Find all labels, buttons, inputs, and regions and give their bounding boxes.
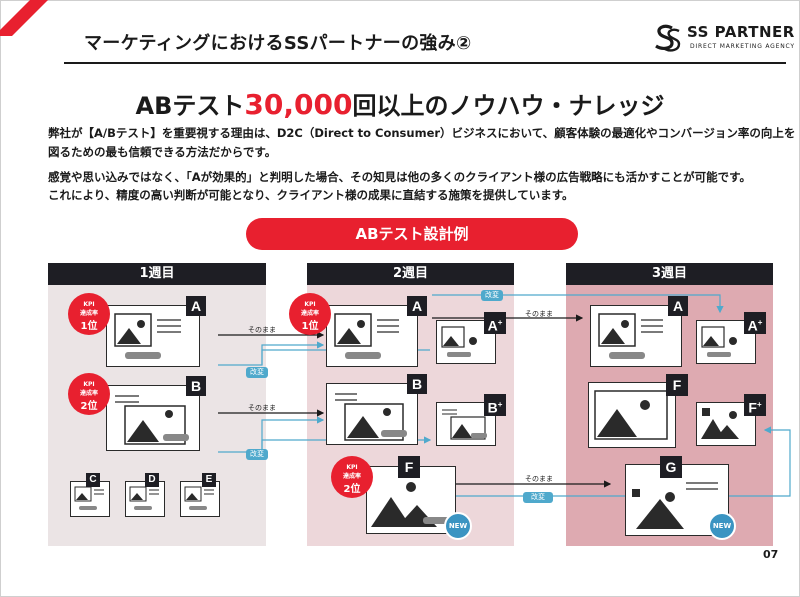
ad-mockup-icon xyxy=(115,395,189,445)
keep-label-4: そのまま xyxy=(525,475,553,483)
ad-mockup-icon xyxy=(129,486,159,510)
week-1-header: 1週目 xyxy=(48,263,266,285)
plus-mark: + xyxy=(756,400,762,409)
kpi-rate-label: 達成率 xyxy=(79,390,98,397)
new-badge-week2: NEW xyxy=(444,512,472,540)
kpi-label: KPI xyxy=(83,381,95,388)
paragraph-2-line-1: 感覚や思い込みではなく、「Aが効果的」と判明した場合、その知見は他の多くのクライ… xyxy=(48,170,752,184)
ad-mockup-icon xyxy=(701,326,737,357)
kpi-label: KPI xyxy=(304,301,316,308)
ad-card-c-week1 xyxy=(70,481,110,517)
ad-mockup-icon xyxy=(701,408,739,439)
ad-card-d-week1 xyxy=(125,481,165,517)
ad-mockup-icon xyxy=(441,326,477,357)
variant-b-plus-label: B+ xyxy=(484,394,506,416)
variant-letter: B xyxy=(487,399,498,416)
variant-a-label-week2: A xyxy=(407,296,427,316)
variant-letter: A xyxy=(747,317,758,334)
keep-label-1: そのまま xyxy=(248,326,276,334)
ad-card-f-week3 xyxy=(588,382,676,448)
kpi-label: KPI xyxy=(346,464,358,471)
ad-card-b-week1 xyxy=(106,385,200,451)
ad-mockup-icon xyxy=(371,482,449,527)
improve-tag-4: 改変 xyxy=(523,492,553,503)
kpi-rate-label: 達成率 xyxy=(79,310,98,317)
ad-mockup-icon xyxy=(594,390,668,440)
ad-mockup-icon xyxy=(74,486,104,510)
ss-logo-icon xyxy=(655,24,681,52)
kpi-label: KPI xyxy=(83,301,95,308)
diagram-title-pill: ABテスト設計例 xyxy=(246,218,578,250)
title-divider xyxy=(64,62,786,64)
kpi-rank-2-badge: KPI 達成率 2位 xyxy=(68,373,110,415)
ad-mockup-icon xyxy=(598,313,663,359)
variant-a-label-week3: A xyxy=(668,296,688,316)
slide-title: マーケティングにおけるSSパートナーの強み② xyxy=(84,33,472,54)
logo-tagline: DIRECT MARKETING AGENCY xyxy=(690,43,795,50)
new-badge-week3: NEW xyxy=(708,512,736,540)
headline-prefix: ABテスト xyxy=(135,92,245,120)
improve-tag-1: 改変 xyxy=(246,367,268,378)
ad-mockup-icon xyxy=(335,393,407,441)
page-number: 07 xyxy=(763,548,779,561)
variant-c-label: C xyxy=(86,473,100,487)
ad-mockup-icon xyxy=(334,313,399,359)
improve-tag-3: 改変 xyxy=(481,290,503,301)
headline: ABテスト30,000回以上のノウハウ・ナレッジ xyxy=(0,86,800,121)
kpi-rank: 2位 xyxy=(80,401,98,412)
headline-number: 30,000 xyxy=(244,88,353,121)
ad-card-f-week2 xyxy=(366,466,456,534)
logo-wordmark: SS PARTNER xyxy=(687,23,795,41)
variant-e-label: E xyxy=(202,473,216,487)
paragraph-2-line-2: これにより、精度の高い判断が可能となり、クライアント様の成果に直結する施策を提供… xyxy=(48,188,574,202)
ad-mockup-icon xyxy=(114,313,181,359)
improve-tag-2: 改変 xyxy=(246,449,268,460)
ad-card-a-week1 xyxy=(106,305,200,367)
plus-mark: + xyxy=(757,318,763,327)
variant-d-label: D xyxy=(145,473,159,487)
ad-card-a-week3 xyxy=(590,305,682,367)
variant-a-plus-label: A+ xyxy=(484,312,506,334)
plus-mark: + xyxy=(497,318,503,327)
corner-stripe-decoration xyxy=(0,0,48,36)
variant-g-label: G xyxy=(660,456,682,478)
variant-a-label: A xyxy=(186,296,206,316)
variant-f-label-week2: F xyxy=(398,456,420,478)
paragraph-1-line-2: 図るための最も信頼できる方法だからです。 xyxy=(48,145,277,159)
headline-suffix: 回以上のノウハウ・ナレッジ xyxy=(352,92,665,120)
variant-f-plus-label: F+ xyxy=(744,394,766,416)
ad-card-e-week1 xyxy=(180,481,220,517)
variant-a-plus-label-week3: A+ xyxy=(744,312,766,334)
paragraph-1-line-1: 弊社が【A/Bテスト】を重要視する理由は、D2C（Direct to Consu… xyxy=(48,126,796,140)
ad-mockup-icon xyxy=(632,482,718,529)
kpi-rank: 1位 xyxy=(80,321,98,332)
keep-label-2: そのまま xyxy=(248,404,276,412)
kpi-rank: 2位 xyxy=(343,484,361,495)
ad-card-a-week2 xyxy=(326,305,418,367)
variant-f-label-week3: F xyxy=(666,374,688,396)
ad-card-b-week2 xyxy=(326,383,418,445)
variant-letter: A xyxy=(487,317,498,334)
variant-b-label: B xyxy=(186,376,206,396)
plus-mark: + xyxy=(497,400,503,409)
kpi-rank-1-badge-week2: KPI 達成率 1位 xyxy=(289,293,331,335)
kpi-rank: 1位 xyxy=(301,321,319,332)
kpi-rank-2-badge-week2: KPI 達成率 2位 xyxy=(331,456,373,498)
kpi-rank-1-badge: KPI 達成率 1位 xyxy=(68,293,110,335)
kpi-rate-label: 達成率 xyxy=(300,310,319,317)
variant-b-label-week2: B xyxy=(407,374,427,394)
week-2-header: 2週目 xyxy=(307,263,514,285)
keep-label-3: そのまま xyxy=(525,310,553,318)
ad-mockup-icon xyxy=(442,409,487,440)
ad-mockup-icon xyxy=(184,486,214,510)
variant-letter: F xyxy=(748,399,757,416)
kpi-rate-label: 達成率 xyxy=(342,473,361,480)
week-3-header: 3週目 xyxy=(566,263,773,285)
